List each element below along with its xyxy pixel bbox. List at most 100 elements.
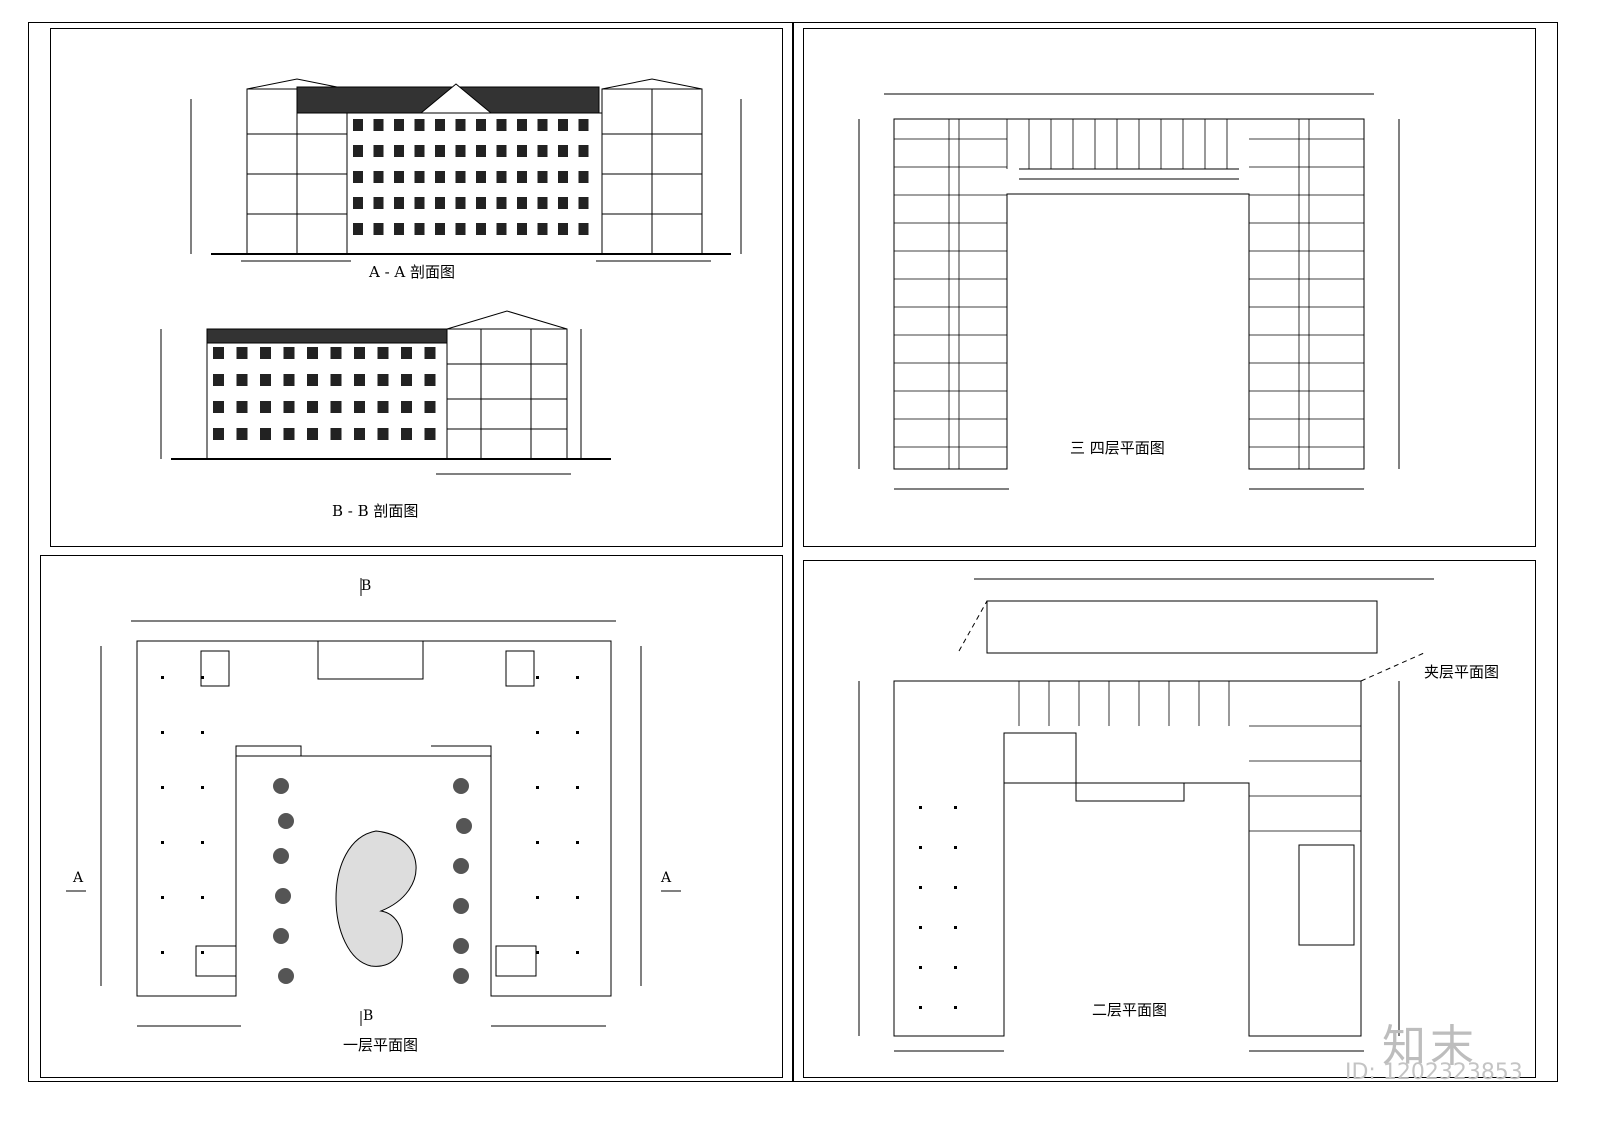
sheet-floor2: 夹层平面图 二层平面图 bbox=[803, 560, 1536, 1078]
window bbox=[517, 223, 527, 235]
column bbox=[536, 731, 539, 734]
window bbox=[455, 197, 466, 209]
column bbox=[201, 786, 204, 789]
window bbox=[537, 145, 548, 157]
window bbox=[330, 401, 342, 413]
window bbox=[424, 401, 436, 413]
window bbox=[330, 347, 342, 359]
window bbox=[537, 119, 548, 131]
window bbox=[394, 171, 404, 183]
window bbox=[496, 223, 507, 235]
column bbox=[201, 896, 204, 899]
window bbox=[496, 197, 507, 209]
window bbox=[394, 197, 404, 209]
column bbox=[576, 896, 579, 899]
window bbox=[260, 428, 271, 440]
outer-frame-left bbox=[28, 22, 794, 1082]
tree bbox=[278, 813, 294, 829]
column bbox=[536, 786, 539, 789]
window bbox=[236, 428, 248, 440]
column bbox=[576, 841, 579, 844]
column bbox=[919, 806, 922, 809]
window bbox=[307, 374, 318, 386]
column bbox=[536, 951, 539, 954]
window bbox=[377, 401, 389, 413]
window bbox=[354, 347, 365, 359]
column bbox=[161, 676, 164, 679]
window bbox=[401, 347, 412, 359]
floor34-title: 三 四层平面图 bbox=[1070, 439, 1165, 457]
floor2-drawing bbox=[858, 578, 1434, 1052]
window bbox=[283, 347, 295, 359]
column bbox=[954, 926, 957, 929]
window bbox=[330, 374, 342, 386]
sheet-floor34: 三 四层平面图 bbox=[803, 28, 1536, 547]
column bbox=[919, 1006, 922, 1009]
window bbox=[558, 197, 568, 209]
column bbox=[201, 731, 204, 734]
window bbox=[260, 374, 271, 386]
section-mark-a-left: A bbox=[73, 870, 84, 886]
column bbox=[576, 731, 579, 734]
window bbox=[435, 223, 445, 235]
window bbox=[236, 401, 248, 413]
floor1-drawing bbox=[66, 578, 681, 1027]
window bbox=[377, 347, 389, 359]
window bbox=[578, 197, 589, 209]
window bbox=[414, 223, 425, 235]
column bbox=[161, 841, 164, 844]
window bbox=[414, 145, 425, 157]
column bbox=[954, 886, 957, 889]
window bbox=[307, 401, 318, 413]
window bbox=[377, 374, 389, 386]
window bbox=[353, 119, 363, 131]
column bbox=[576, 676, 579, 679]
window bbox=[496, 171, 507, 183]
sections-drawing bbox=[160, 78, 742, 475]
column bbox=[954, 966, 957, 969]
window bbox=[476, 145, 486, 157]
column bbox=[954, 1006, 957, 1009]
tree bbox=[273, 928, 289, 944]
window bbox=[517, 145, 527, 157]
window bbox=[394, 145, 404, 157]
column bbox=[919, 846, 922, 849]
watermark-logo: 知末 bbox=[1382, 1021, 1478, 1072]
window bbox=[307, 428, 318, 440]
window bbox=[537, 223, 548, 235]
tree bbox=[273, 848, 289, 864]
window bbox=[283, 374, 295, 386]
tree bbox=[456, 818, 472, 834]
window bbox=[283, 428, 295, 440]
outer-frame-right bbox=[792, 22, 1558, 1082]
window bbox=[283, 401, 295, 413]
window bbox=[455, 145, 466, 157]
window bbox=[414, 171, 425, 183]
column bbox=[536, 896, 539, 899]
window bbox=[517, 119, 527, 131]
window bbox=[260, 401, 271, 413]
window bbox=[517, 171, 527, 183]
window bbox=[476, 197, 486, 209]
window bbox=[578, 223, 589, 235]
window bbox=[476, 171, 486, 183]
window bbox=[213, 401, 224, 413]
sheet-floor1: B B A A 一层平面图 bbox=[40, 555, 783, 1078]
window bbox=[435, 197, 445, 209]
section-mark-b-top: B bbox=[361, 578, 372, 594]
tree bbox=[273, 778, 289, 794]
column bbox=[201, 951, 204, 954]
column bbox=[954, 846, 957, 849]
window bbox=[213, 428, 224, 440]
column bbox=[919, 886, 922, 889]
column bbox=[919, 926, 922, 929]
window bbox=[260, 347, 271, 359]
window bbox=[414, 197, 425, 209]
window bbox=[213, 374, 224, 386]
window bbox=[307, 347, 318, 359]
section-bb-title: B - B 剖面图 bbox=[332, 502, 419, 520]
window bbox=[394, 119, 404, 131]
window bbox=[401, 374, 412, 386]
window bbox=[558, 171, 568, 183]
window bbox=[353, 223, 363, 235]
